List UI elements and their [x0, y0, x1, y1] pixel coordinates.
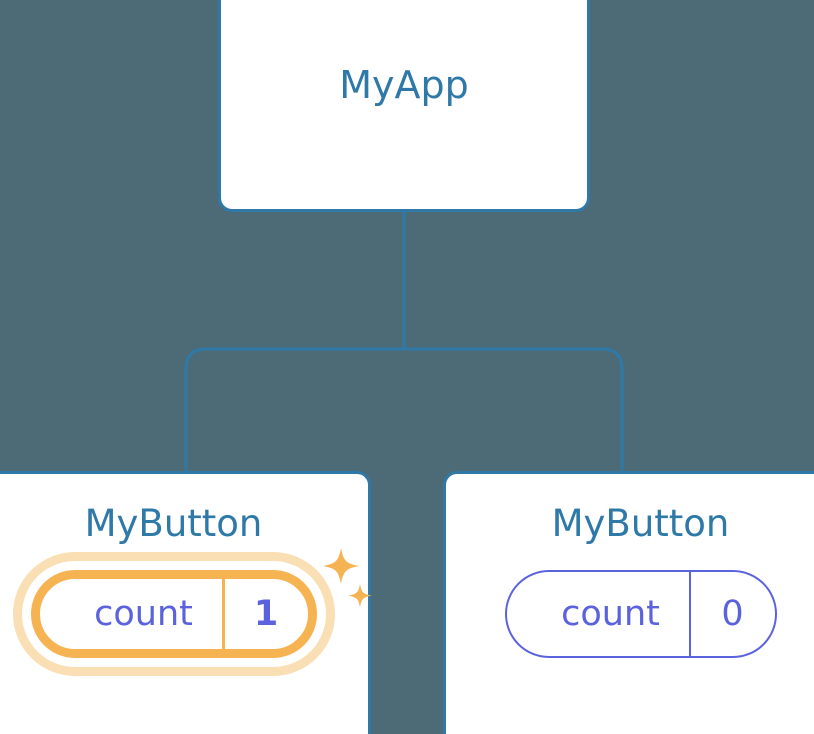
node-mybutton-right-header: MyButton	[446, 505, 814, 542]
state-pill-area-left: count 1	[0, 548, 372, 676]
state-pill-left[interactable]: count 1	[12, 548, 372, 676]
state-key-label-left: count	[94, 593, 193, 634]
node-mybutton-left-title: MyButton	[84, 502, 263, 545]
node-mybutton-right[interactable]: MyButton count 0	[443, 471, 814, 734]
state-key-label-right: count	[561, 593, 660, 634]
state-pill-body-right[interactable]: count 0	[504, 570, 777, 658]
state-value-right: 0	[688, 572, 775, 656]
node-mybutton-right-title: MyButton	[551, 502, 730, 545]
state-pill-area-right: count 0	[446, 570, 814, 658]
highlight-glow-ring	[12, 552, 335, 676]
node-mybutton-left-header: MyButton	[0, 505, 368, 542]
sparkles-icon	[322, 548, 372, 608]
state-value-left: 1	[221, 579, 308, 649]
connector-branch-bar	[184, 347, 624, 471]
node-mybutton-left[interactable]: MyButton count 1	[0, 471, 372, 734]
state-pill-body-left[interactable]: count 1	[30, 570, 317, 658]
node-myapp-title: MyApp	[339, 63, 469, 107]
node-myapp[interactable]: MyApp	[218, 0, 590, 212]
state-pill-right[interactable]: count 0	[504, 570, 777, 658]
